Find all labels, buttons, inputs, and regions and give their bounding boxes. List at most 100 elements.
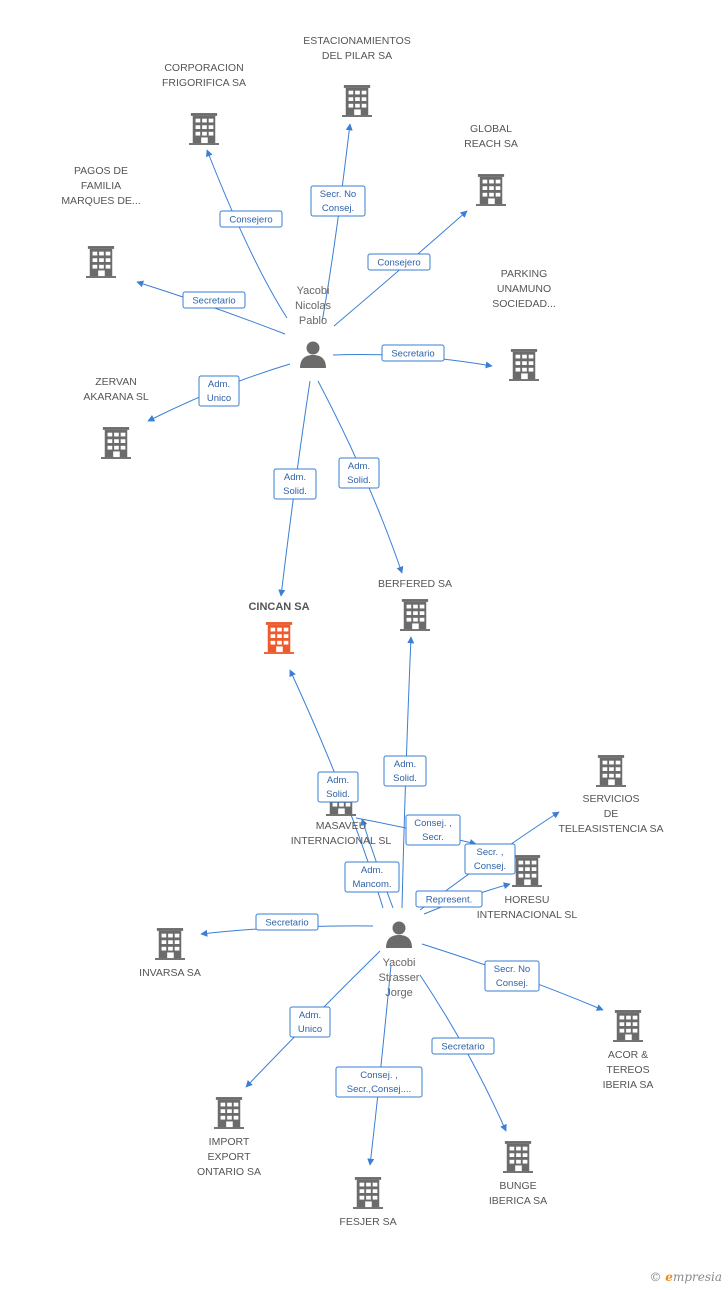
company-invarsa[interactable]: INVARSA SA [139, 928, 201, 979]
edge-label-box [255, 913, 319, 931]
edge-label-box [335, 1066, 423, 1098]
edge-label-box [198, 375, 240, 407]
edge-label-text: Secr.,Consej.... [347, 1084, 411, 1095]
building-icon [353, 1177, 383, 1209]
building-icon [613, 1010, 643, 1042]
company-name: EXPORT [208, 1151, 252, 1163]
company-name: FAMILIA [81, 180, 121, 192]
company-name: PAGOS DE [74, 165, 128, 177]
edge-label-text: Solid. [393, 773, 417, 784]
edge-label-box [289, 1006, 331, 1038]
edge-label-p2-cincan[interactable]: Adm.Solid. [317, 771, 359, 803]
edge-label-p2-bunge[interactable]: Secretario [431, 1037, 495, 1055]
company-name: DE [604, 808, 619, 820]
company-name: FRIGORIFICA SA [162, 77, 246, 89]
company-berfered[interactable]: BERFERED SA [378, 578, 452, 631]
edge-p1-corporacion [206, 149, 288, 319]
edge-label-text: Solid. [347, 475, 371, 486]
edge-label-text: Secr. No [494, 964, 530, 975]
edge-label-box [182, 291, 246, 309]
edge-label-text: Secretario [265, 918, 308, 929]
edge-label-text: Mancom. [352, 879, 391, 890]
edge-label-text: Consej. , [360, 1070, 398, 1081]
edge-label-p1-parking[interactable]: Secretario [381, 344, 445, 362]
brand-initial: e [665, 1270, 673, 1284]
edge-label-text: Unico [207, 393, 231, 404]
company-name: REACH SA [464, 138, 518, 150]
edge-label-p2-horesu[interactable]: Represent. [415, 890, 483, 908]
edge-label-p2-horesu[interactable]: Consej. , Secr. [405, 814, 461, 846]
edge-label-p1-pagos[interactable]: Secretario [182, 291, 246, 309]
company-name: SOCIEDAD... [492, 298, 556, 310]
edge-label-text: Adm. [361, 865, 383, 876]
edge-label-p2-masaveu[interactable]: Adm. Mancom. [344, 861, 400, 893]
edge-label-text: Secr. [422, 832, 444, 843]
company-name: SERVICIOS [583, 793, 640, 805]
company-name: IBERICA SA [489, 1195, 547, 1207]
company-name: INTERNACIONAL SL [291, 835, 392, 847]
edge-label-text: Secretario [391, 349, 434, 360]
edge-label-p2-import[interactable]: Adm.Unico [289, 1006, 331, 1038]
edge-label-box [431, 1037, 495, 1055]
company-fesjer[interactable]: FESJER SA [339, 1177, 397, 1228]
company-name: INVARSA SA [139, 967, 201, 979]
person-name: Yacobi [383, 957, 416, 969]
edge-label-p2-invarsa[interactable]: Secretario [255, 913, 319, 931]
edge-label-box [317, 771, 359, 803]
edge-label-box [484, 960, 540, 992]
company-name: FESJER SA [339, 1216, 396, 1228]
building-icon [86, 246, 116, 278]
edge-label-p2-servicios[interactable]: Secr. ,Consej. [464, 843, 516, 875]
person-icon [300, 341, 326, 368]
company-cincan[interactable]: CINCAN SA [248, 601, 310, 654]
edge-label-p1-cincan[interactable]: Adm.Solid. [273, 468, 317, 500]
edge-label-text: Consej. , [414, 818, 452, 829]
person-name: Pablo [299, 315, 327, 327]
edge-label-text: Adm. [394, 759, 416, 770]
edge-label-text: Adm. [208, 379, 230, 390]
person-name: Yacobi [297, 285, 330, 297]
edge-label-p1-corporacion[interactable]: Consejero [219, 210, 283, 228]
edge-label-text: Adm. [348, 461, 370, 472]
edge-label-p2-fesjer[interactable]: Consej. , Secr.,Consej.... [335, 1066, 423, 1098]
company-name: INTERNACIONAL SL [477, 909, 578, 921]
building-icon [596, 755, 626, 787]
edge-label-text: Secretario [441, 1042, 484, 1053]
edge-label-text: Consejero [229, 215, 272, 226]
edge-label-box [310, 185, 366, 217]
company-name: DEL PILAR SA [322, 50, 392, 62]
company-name: UNAMUNO [497, 283, 551, 295]
edge-label-p1-zervan[interactable]: Adm. Unico [198, 375, 240, 407]
building-icon [509, 349, 539, 381]
company-name: PARKING [501, 268, 547, 280]
building-icon [189, 113, 219, 145]
company-parking[interactable]: PARKING UNAMUNO SOCIEDAD... [492, 268, 556, 381]
edge-label-box [338, 457, 380, 489]
edge-label-p2-berfered[interactable]: Adm. Solid. [383, 755, 427, 787]
empresia-logo[interactable]: © empresia [649, 1270, 722, 1284]
building-icon [342, 85, 372, 117]
edge-label-p1-berfered[interactable]: Adm. Solid. [338, 457, 380, 489]
edge-label-box [273, 468, 317, 500]
edge-label-text: Consej. [474, 861, 506, 872]
company-name: ZERVAN [95, 376, 137, 388]
edge-label-text: Secretario [192, 296, 235, 307]
edge-label-box [464, 843, 516, 875]
edge-label-p1-global[interactable]: Consejero [367, 253, 431, 271]
